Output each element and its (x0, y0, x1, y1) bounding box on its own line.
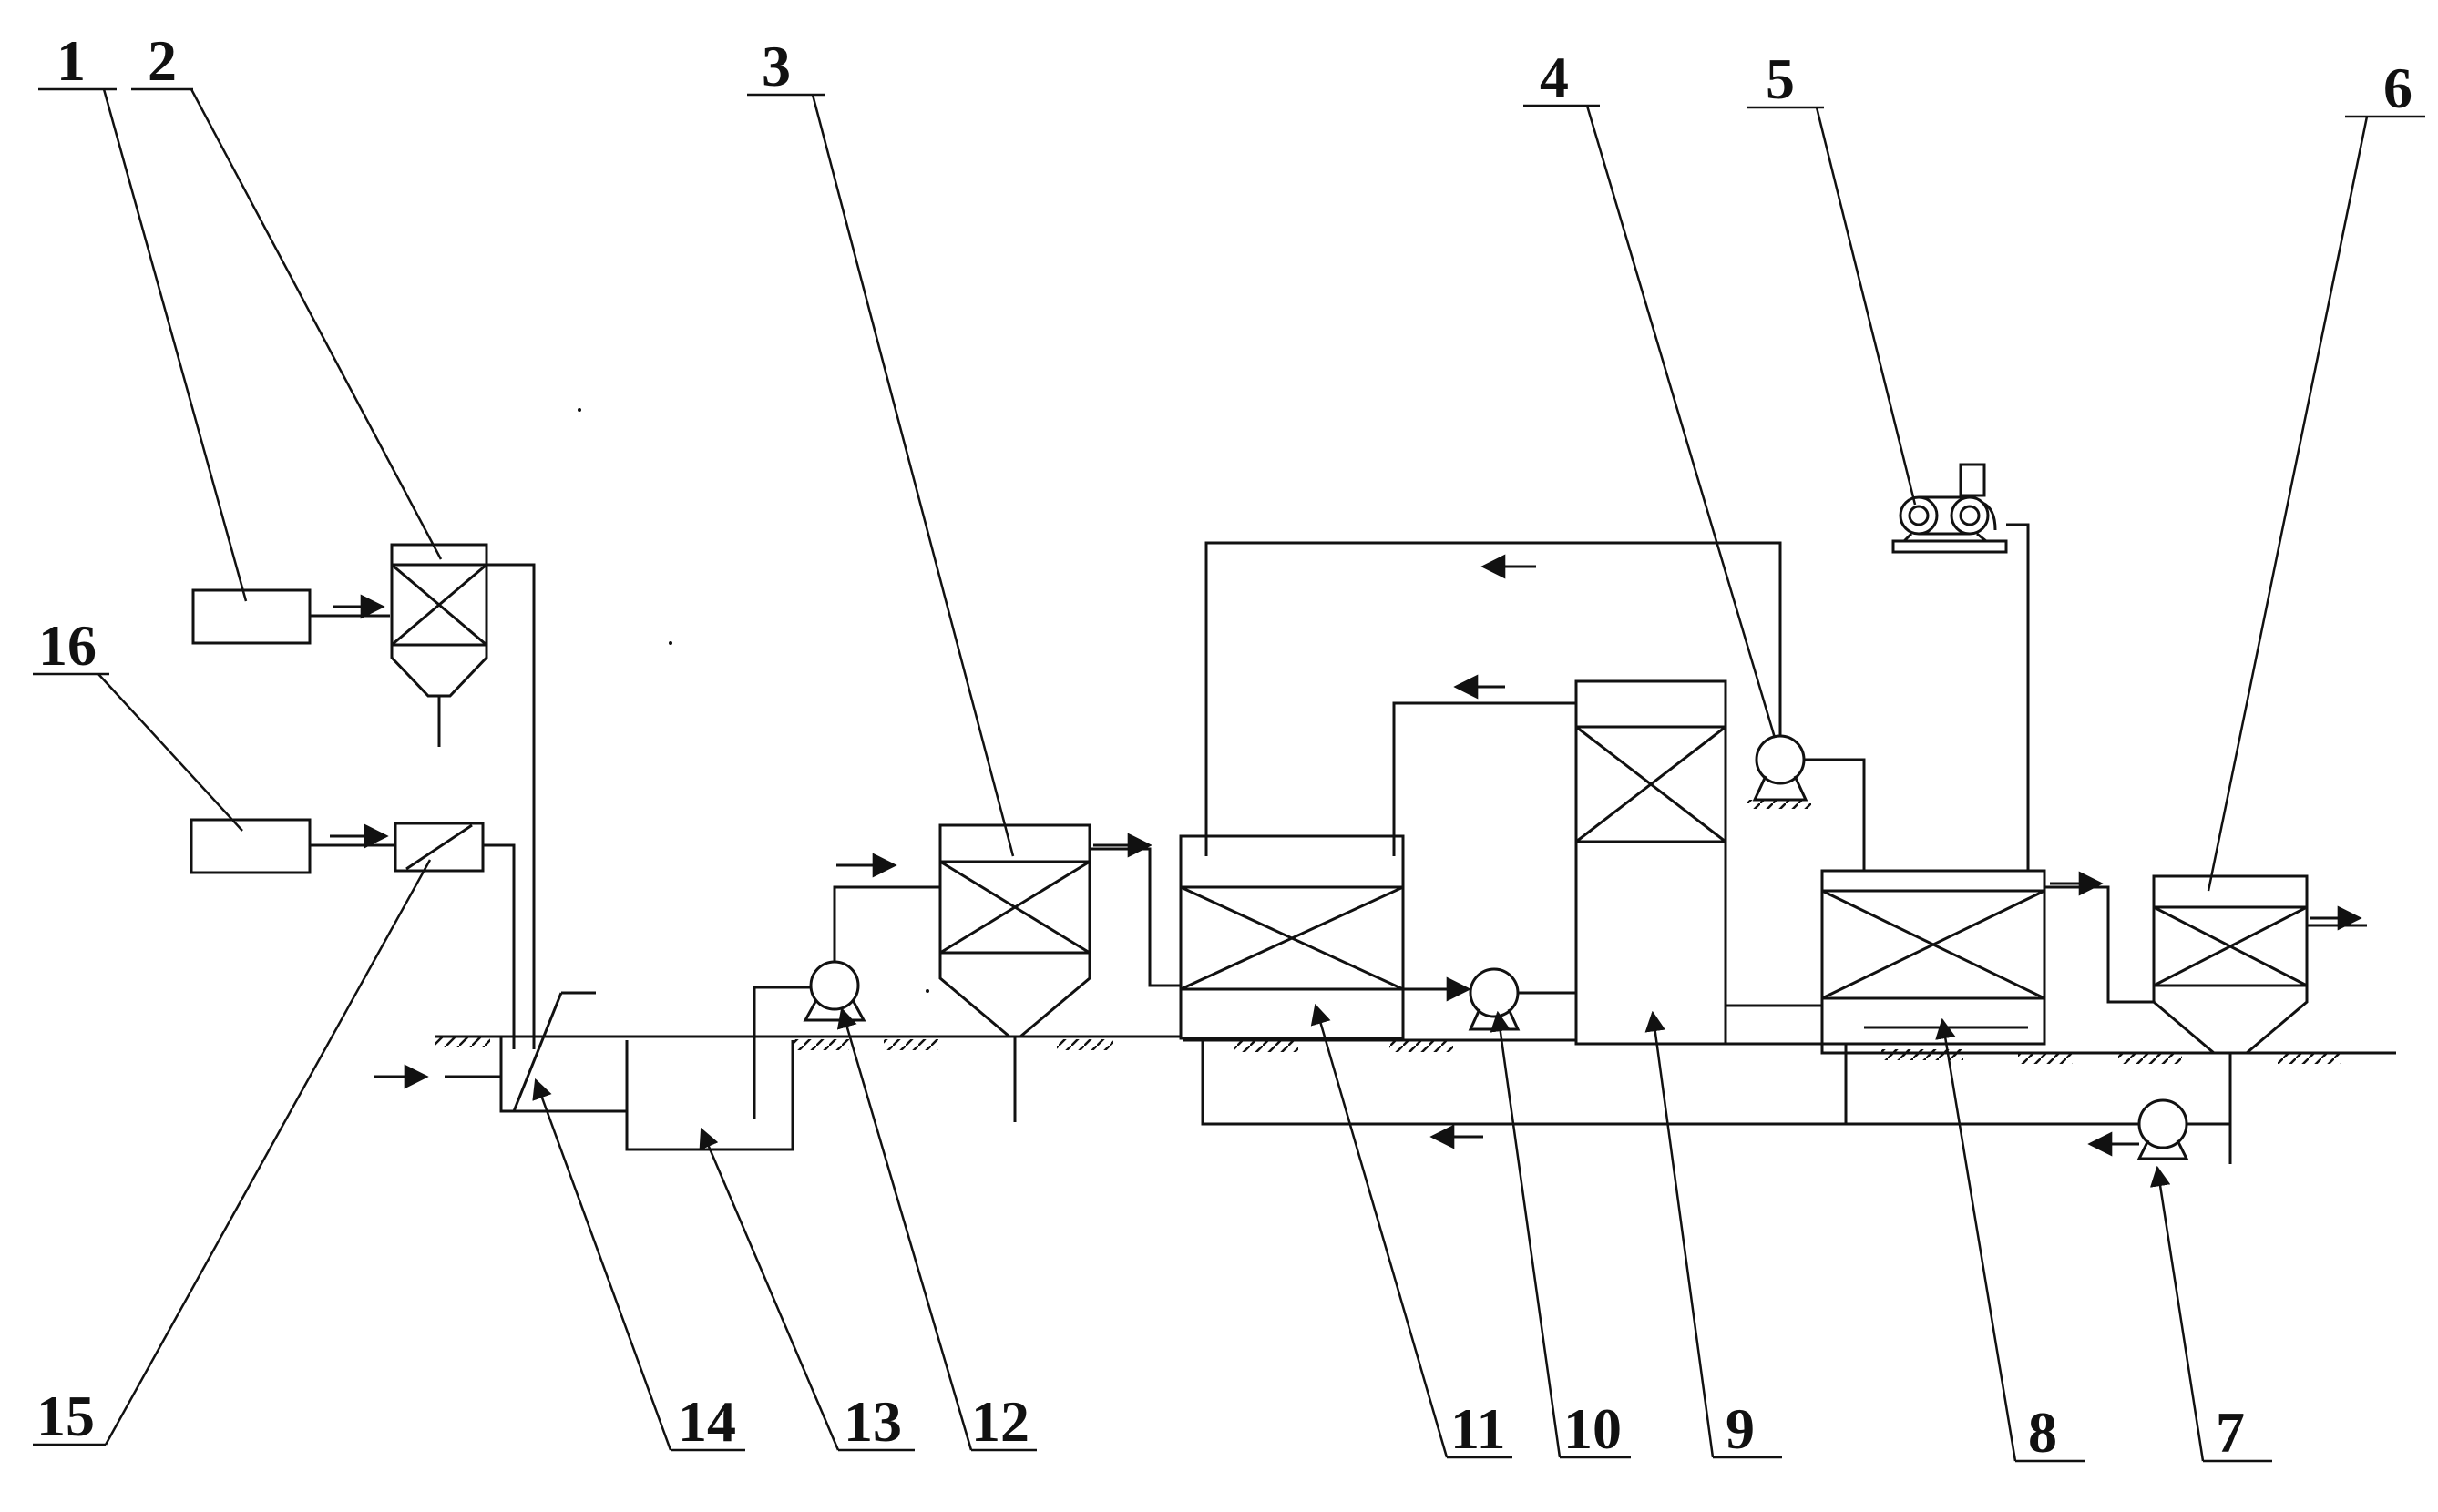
label-1: 1 (56, 28, 86, 93)
stray-dot (926, 989, 929, 993)
pump-7-return-line (1201, 1038, 2230, 1160)
leader-lines (33, 87, 2425, 1463)
label-6: 6 (2383, 56, 2412, 120)
label-11: 11 (1450, 1396, 1505, 1461)
label-13: 13 (844, 1389, 902, 1454)
unit-8-aeration-tank (1820, 869, 2154, 1046)
label-8: 8 (2028, 1400, 2057, 1465)
number-labels: 1 2 3 4 5 6 7 8 9 10 11 12 13 14 15 16 (36, 28, 2412, 1465)
pump-10 (1468, 967, 1576, 1031)
label-5: 5 (1766, 46, 1795, 111)
label-2: 2 (148, 28, 177, 93)
ground-hatch-marks (435, 1037, 2341, 1064)
blower-5 (1891, 463, 2030, 1040)
unit-2-hopper-tank (390, 543, 536, 1049)
label-12: 12 (971, 1389, 1029, 1454)
return-line-9-11 (1392, 674, 1576, 856)
unit-15-filter (394, 822, 516, 1049)
label-3: 3 (762, 34, 791, 98)
label-14: 14 (678, 1389, 736, 1454)
stray-dot (669, 641, 672, 645)
unit-9-tower (1574, 679, 1822, 1046)
label-4: 4 (1540, 45, 1569, 109)
unit-1-box (191, 588, 390, 645)
label-10: 10 (1563, 1396, 1622, 1461)
unit-11-reactor (1179, 834, 1471, 1040)
stray-dot (578, 408, 581, 412)
unit-16-box (190, 818, 394, 874)
label-7: 7 (2216, 1400, 2245, 1465)
unit-13-tank (625, 986, 820, 1151)
unit-3-settling-tank (938, 823, 1181, 1122)
pump-12 (803, 853, 940, 1022)
label-9: 9 (1726, 1396, 1755, 1461)
unit-6-sedimentation-tank (2152, 874, 2367, 1164)
label-15: 15 (36, 1384, 95, 1448)
unit-14-screen (374, 991, 627, 1113)
label-16: 16 (38, 613, 97, 678)
recycle-line-top (1204, 541, 1782, 856)
